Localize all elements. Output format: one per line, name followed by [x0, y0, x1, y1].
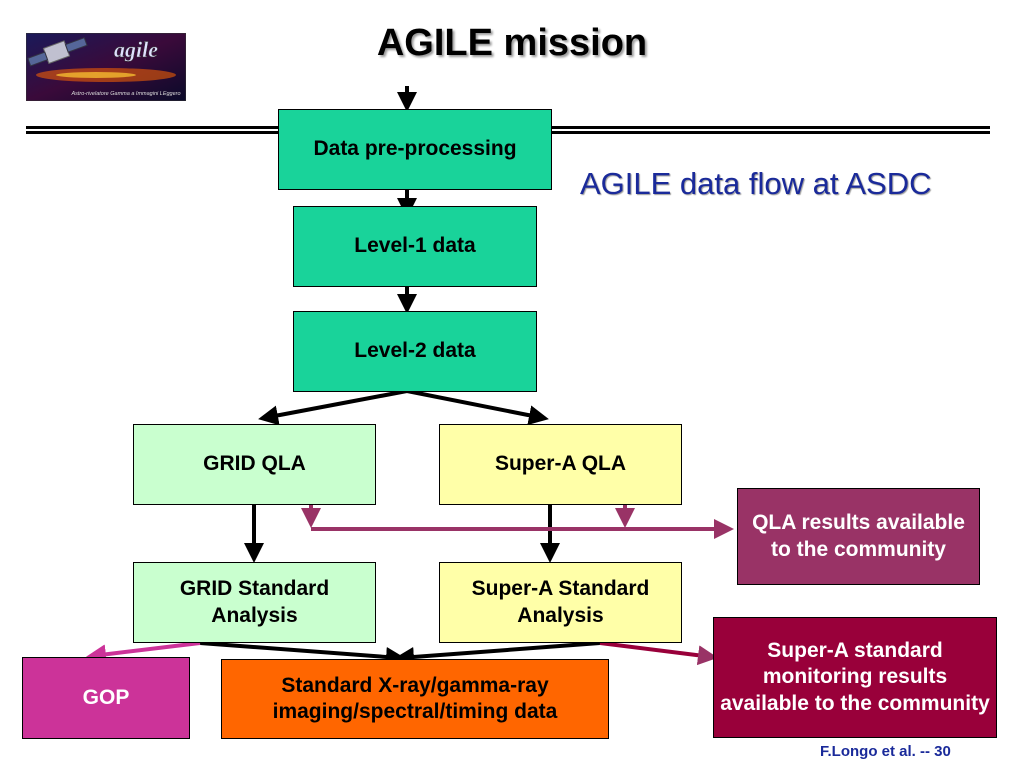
logo-tagline: Astro-rivelatore Gamma a Immagini LEgger…	[70, 91, 180, 97]
arrow-supera-std-to-monitoring	[599, 641, 718, 666]
arrow-supera-std-to-data	[394, 641, 601, 667]
node-supera-qla: Super-A QLA	[439, 424, 682, 505]
node-standard-data: Standard X-ray/gamma-ray imaging/spectra…	[221, 659, 609, 739]
node-data-preprocessing: Data pre-processing	[278, 109, 552, 190]
arrow-grid-std-to-gop	[86, 641, 201, 665]
arrow-l2-to-supera-qla	[406, 389, 549, 426]
page-title: AGILE mission	[376, 22, 648, 64]
node-level1-data: Level-1 data	[293, 206, 537, 287]
logo-wordmark: agile	[114, 37, 158, 62]
node-qla-results: QLA results available to the community	[737, 488, 980, 585]
arrow-grid-std-to-data	[199, 641, 406, 667]
node-grid-standard-analysis: GRID Standard Analysis	[133, 562, 376, 643]
node-grid-qla: GRID QLA	[133, 424, 376, 505]
slide-footer: F.Longo et al. -- 30	[820, 743, 951, 760]
node-gop: GOP	[22, 657, 190, 739]
node-level2-data: Level-2 data	[293, 311, 537, 392]
node-supera-monitoring: Super-A standard monitoring results avai…	[713, 617, 997, 738]
node-supera-standard-analysis: Super-A Standard Analysis	[439, 562, 682, 643]
diagram-subtitle: AGILE data flow at ASDC	[580, 166, 932, 201]
agile-logo: agile Astro-rivelatore Gamma a Immagini …	[25, 32, 187, 102]
arrow-l2-to-grid-qla	[258, 389, 408, 426]
